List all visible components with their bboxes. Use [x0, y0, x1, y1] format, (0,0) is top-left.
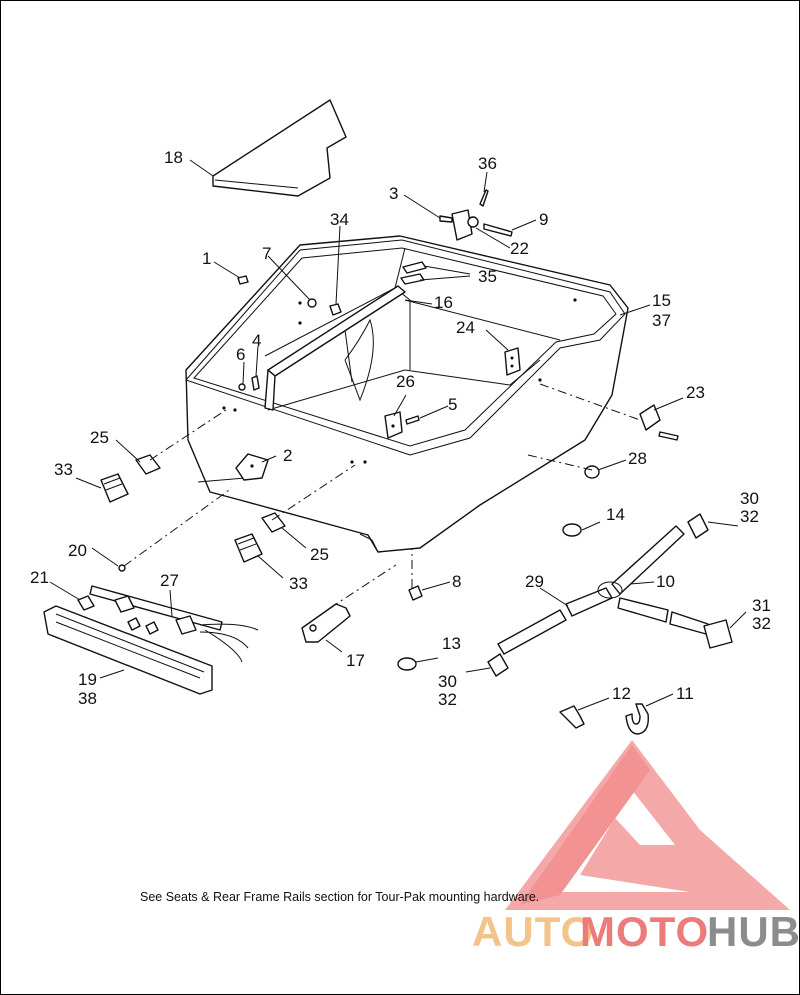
part-14-plug [562, 523, 582, 537]
callout-28: 28 [628, 449, 647, 468]
callout-22: 22 [510, 239, 529, 258]
watermark-logo [505, 740, 790, 910]
callout-16: 16 [434, 293, 453, 312]
callout-6: 6 [236, 345, 245, 364]
callout-30-top: 30 [740, 489, 759, 508]
part-20-nut [118, 564, 126, 572]
callout-5: 5 [448, 395, 457, 414]
callout-18: 18 [164, 148, 183, 167]
callout-1: 1 [202, 249, 211, 268]
callout-26: 26 [396, 372, 415, 391]
part-23-plate [639, 404, 679, 441]
callout-19: 19 [78, 670, 97, 689]
part-19-light-bar [43, 605, 213, 695]
callout-4: 4 [252, 331, 261, 350]
callout-21: 21 [30, 568, 49, 587]
callout-36: 36 [478, 154, 497, 173]
callout-31: 31 [752, 596, 771, 615]
callout-27: 27 [160, 571, 179, 590]
part-17-bracket [301, 603, 351, 643]
callout-25-left: 25 [90, 428, 109, 447]
alignment-lines [123, 383, 641, 609]
part-12-clamp [559, 705, 585, 729]
watermark-moto: MOTO [580, 908, 709, 955]
part-18-lid-liner [212, 99, 347, 197]
tour-pak-body [185, 235, 629, 553]
part-29-harness [487, 513, 733, 677]
part-33-bumper-right [234, 533, 263, 563]
callout-15: 15 [652, 291, 671, 310]
callout-25-right: 25 [310, 545, 329, 564]
callout-32-right: 32 [752, 614, 771, 633]
watermark-text: AUTO MOTO HUB [472, 908, 800, 955]
part-28-grommet [584, 465, 600, 479]
callout-8: 8 [452, 572, 461, 591]
callout-17: 17 [346, 651, 365, 670]
callout-2: 2 [283, 446, 292, 465]
callout-35: 35 [478, 267, 497, 286]
part-24-bracket [504, 347, 521, 376]
callout-34: 34 [330, 210, 349, 229]
part-21-clip [77, 595, 95, 611]
part-13-plug [397, 657, 417, 671]
part-5-screw [405, 415, 420, 425]
mounting-hardware-note: See Seats & Rear Frame Rails section for… [140, 890, 539, 904]
callout-9: 9 [539, 210, 548, 229]
callout-24: 24 [456, 318, 475, 337]
callout-33-right: 33 [289, 574, 308, 593]
part-22-hinge [439, 189, 513, 241]
part-7-washer [307, 298, 317, 308]
callout-30-bottom: 30 [438, 672, 457, 691]
callout-7: 7 [262, 244, 271, 263]
part-1-screw [237, 275, 249, 285]
part-4-6-fasteners [238, 375, 260, 391]
callout-12: 12 [612, 684, 631, 703]
callout-29: 29 [525, 572, 544, 591]
part-35-strips [400, 261, 427, 285]
callout-3: 3 [389, 184, 398, 203]
leader-lines [49, 159, 747, 711]
callout-14: 14 [606, 505, 625, 524]
callout-32-top: 32 [740, 507, 759, 526]
callout-32-bottom: 32 [438, 690, 457, 709]
part-33-bumper-left [100, 473, 129, 503]
callout-38: 38 [78, 689, 97, 708]
part-34-nut [329, 303, 342, 316]
callout-13: 13 [442, 634, 461, 653]
callout-37: 37 [652, 311, 671, 330]
watermark-auto: AUTO [472, 908, 594, 955]
part-27-bracket [89, 585, 259, 663]
part-25-clip-left [135, 454, 161, 475]
watermark-hub: HUB [707, 908, 800, 955]
part-16-divider [264, 285, 406, 411]
callout-11: 11 [676, 684, 694, 703]
callout-10: 10 [656, 572, 675, 591]
part-25-clip-right [261, 512, 286, 533]
part-8-nut [408, 585, 423, 601]
callout-33-left: 33 [54, 460, 73, 479]
part-11-clamp [625, 703, 649, 735]
part-2-plate [235, 453, 269, 481]
callout-20: 20 [68, 541, 87, 560]
callout-labels: 18 1 7 34 3 36 9 22 35 16 15 37 24 4 6 2… [30, 148, 771, 709]
callout-23: 23 [686, 383, 705, 402]
